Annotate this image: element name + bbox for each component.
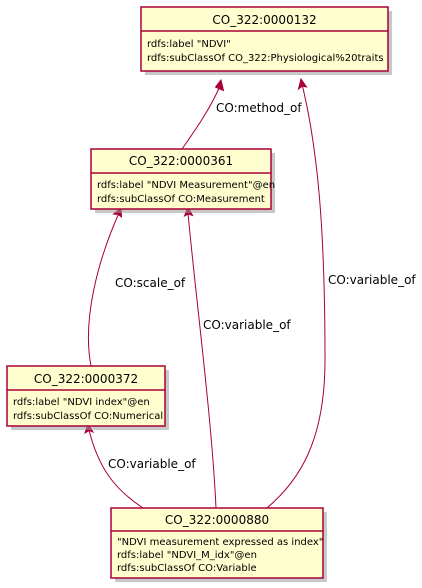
node-box [6,365,166,427]
edge-label: CO:variable_of [328,273,416,287]
edge-line [181,85,221,150]
edge-variable-of-361: CO:variable_of [183,205,291,509]
edge-line [88,212,120,367]
edge-method-of: CO:method_of [181,78,302,150]
node-box [110,507,324,579]
node-field: rdfs:subClassOf CO:Measurement [97,194,265,205]
edge-label: CO:method_of [216,101,302,115]
arrowhead [214,78,225,92]
node-field: rdfs:subClassOf CO:Numerical [13,411,163,422]
node-title: CO_322:0000132 [212,13,316,27]
node-field: rdfs:label "NDVI Measurement"@en [97,180,275,191]
edge-scale-of: CO:scale_of [88,207,186,367]
edge-label: CO:scale_of [115,276,186,290]
node-field: rdfs:label "NDVI index"@en [13,397,150,408]
node-title: CO_322:0000880 [165,513,269,527]
node-box [90,148,272,210]
node-field: "NDVI measurement expressed as index" [117,537,323,548]
edge-line [266,83,326,509]
node-field: rdfs:label "NDVI" [147,39,231,50]
arrowhead [297,77,308,91]
edge-label: CO:variable_of [108,457,196,471]
edge-line [187,212,217,509]
edge-variable-of-132: CO:variable_of [266,77,416,509]
edge-line [88,429,144,509]
class-node-0000132[interactable]: CO_322:0000132 rdfs:label "NDVI" rdfs:su… [140,6,392,75]
node-title: CO_322:0000361 [129,154,233,168]
node-field: rdfs:subClassOf CO_322:Physiological%20t… [147,53,384,64]
node-title: CO_322:0000372 [34,372,138,386]
class-node-0000372[interactable]: CO_322:0000372 rdfs:label "NDVI index"@e… [6,365,169,430]
class-node-0000361[interactable]: CO_322:0000361 rdfs:label "NDVI Measurem… [90,148,275,213]
edge-variable-of-372: CO:variable_of [84,422,196,509]
class-node-0000880[interactable]: CO_322:0000880 "NDVI measurement express… [110,507,327,582]
node-box [140,6,389,72]
edge-label: CO:variable_of [203,318,291,332]
node-field: rdfs:label "NDVI_M_idx"@en [117,550,257,561]
node-field: rdfs:subClassOf CO:Variable [117,563,257,574]
